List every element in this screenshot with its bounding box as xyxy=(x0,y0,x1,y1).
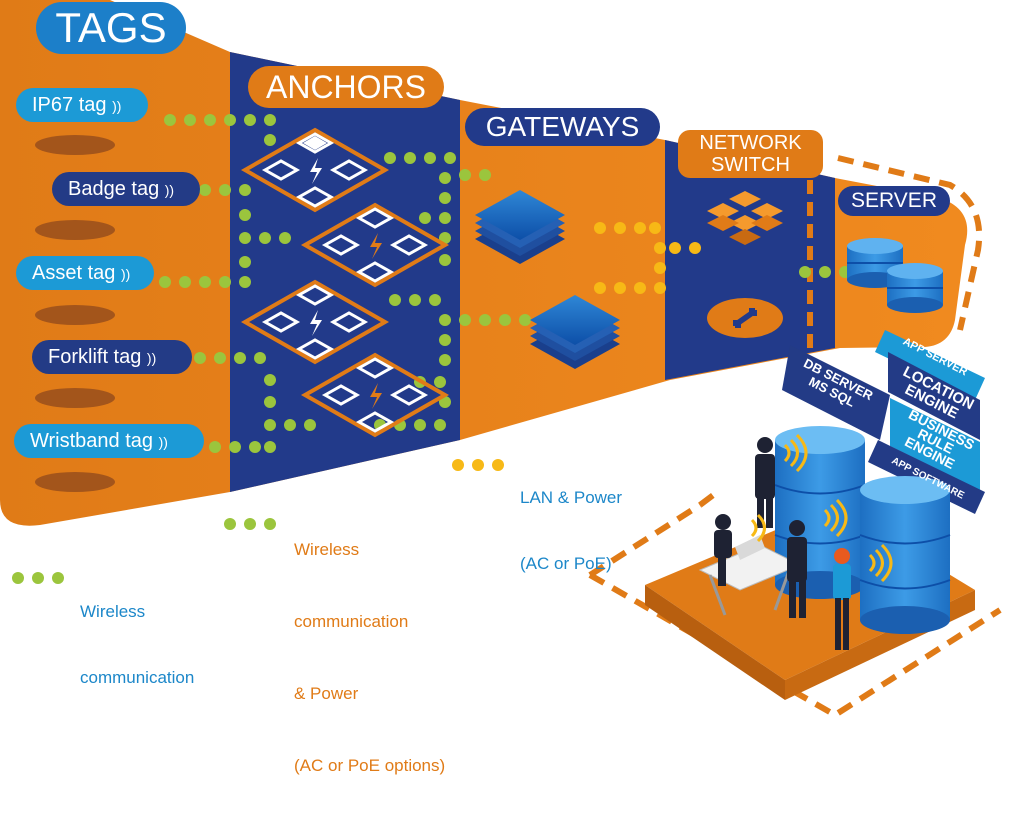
tags-section-title: TAGS xyxy=(36,2,186,54)
tag-pill-forklift: Forklift tag )) xyxy=(32,340,192,374)
rtls-architecture-diagram: TAGS ANCHORS GATEWAYS NETWORK SWITCH SER… xyxy=(0,0,1002,775)
person-phone xyxy=(755,437,775,528)
legend-lan-dots xyxy=(452,459,504,471)
wireless-power-dots xyxy=(159,114,851,453)
tag-label-ip67: IP67 tag xyxy=(32,94,107,116)
network-switch-device xyxy=(707,191,783,245)
server-cylinder-2 xyxy=(887,263,943,313)
person-seated xyxy=(714,514,732,586)
anchor-device-4 xyxy=(300,352,450,438)
tag-pill-asset: Asset tag )) xyxy=(16,256,154,290)
tag-label-asset: Asset tag xyxy=(32,262,116,284)
network-switch-title-line2: SWITCH xyxy=(711,154,790,176)
legend-wp-line1: Wireless xyxy=(294,540,360,559)
tag-label-badge: Badge tag xyxy=(68,178,160,200)
switch-arrows-icon xyxy=(707,298,783,338)
wifi-icon: )) xyxy=(164,182,175,198)
gateways-section-title: GATEWAYS xyxy=(465,108,660,146)
tag-label-forklift: Forklift tag xyxy=(48,346,142,368)
tag-pill-ip67: IP67 tag )) xyxy=(16,88,148,122)
wifi-icon: )) xyxy=(112,98,122,114)
diagram-graphics xyxy=(0,0,1002,719)
person-tablet xyxy=(787,520,807,618)
legend-wp-line2: communication xyxy=(294,612,409,631)
legend-w-line2: communication xyxy=(80,668,195,687)
wifi-icon: )) xyxy=(146,350,157,366)
network-switch-section-title: NETWORK SWITCH xyxy=(678,130,823,178)
legend-wireless-text: Wireless communication xyxy=(80,557,194,733)
legend-wp-line4: (AC or PoE options) xyxy=(294,756,446,775)
database-cylinder-1 xyxy=(774,426,866,599)
anchors-section-title: ANCHORS xyxy=(248,66,444,108)
gateway-device-1 xyxy=(475,190,565,264)
legend-wireless-power-text: Wireless communication & Power (AC or Po… xyxy=(294,490,445,826)
anchor-device-2 xyxy=(300,202,450,288)
legend-wireless-power-dots xyxy=(224,518,276,530)
software-label-panels xyxy=(782,330,985,514)
tag-pill-wristband: Wristband tag )) xyxy=(14,424,204,458)
tag-pill-badge: Badge tag )) xyxy=(52,172,200,206)
legend-lan-line1: LAN & Power xyxy=(520,488,623,507)
tag-shadows xyxy=(35,135,115,492)
legend-wireless-dots xyxy=(12,572,64,584)
network-switch-title-line1: NETWORK xyxy=(699,132,802,154)
gateway-device-2 xyxy=(530,295,620,369)
legend-lan-power-text: LAN & Power (AC or PoE) xyxy=(520,443,622,619)
anchor-device-1 xyxy=(240,127,390,213)
anchors-band xyxy=(230,52,460,492)
wifi-signal-icons xyxy=(750,433,893,583)
wifi-icon: )) xyxy=(120,266,131,282)
database-cylinder-2 xyxy=(859,476,951,634)
lan-power-dots xyxy=(594,222,701,294)
legend-w-line1: Wireless xyxy=(80,602,146,621)
server-section-title: SERVER xyxy=(838,186,950,216)
legend-wp-line3: & Power xyxy=(294,684,359,703)
tag-label-wristband: Wristband tag xyxy=(30,430,154,452)
person-woman xyxy=(833,548,851,650)
server-dashed-boundary xyxy=(588,155,983,578)
wifi-icon: )) xyxy=(158,434,168,450)
anchor-device-3 xyxy=(240,279,390,365)
legend-lan-line2: (AC or PoE) xyxy=(520,554,612,573)
